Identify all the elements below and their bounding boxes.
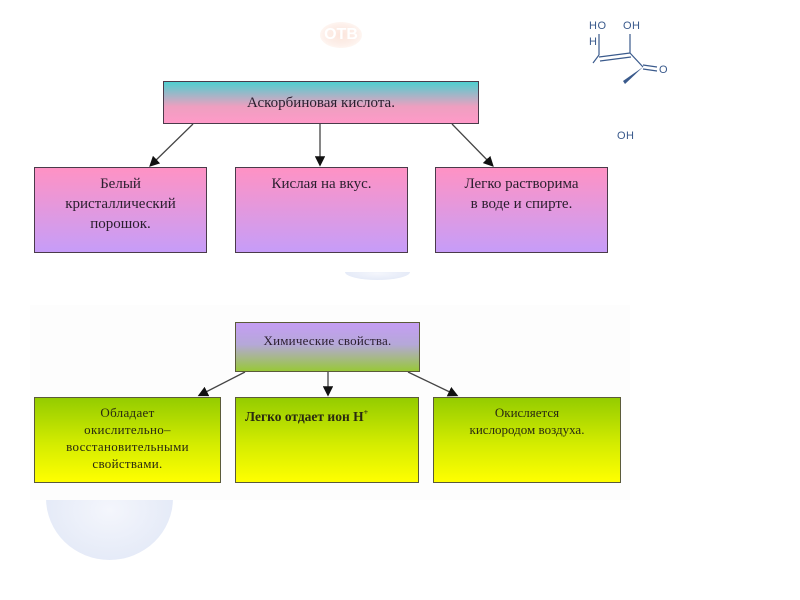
property-line: Обладает <box>100 405 155 420</box>
property-line: Окисляется <box>494 405 560 420</box>
property-line: кислородом воздуха. <box>469 422 585 437</box>
property-line: кристаллический <box>65 196 176 212</box>
physical-property-box: Легко растворима в воде и спирте. <box>435 167 608 253</box>
superscript-plus: + <box>363 408 369 417</box>
molecule-label-ho: HO <box>589 20 607 32</box>
decorative-bubble <box>345 272 410 280</box>
watermark-logo: OTB <box>320 22 362 48</box>
property-line: Белый <box>100 176 141 192</box>
molecule-label-o: O <box>659 64 668 76</box>
arrow-physical-right <box>451 123 494 167</box>
physical-property-box: Кислая на вкус. <box>235 167 408 253</box>
chemical-property-box: Обладает окислительно– восстановительным… <box>34 397 221 483</box>
property-line: свойствами. <box>92 456 163 471</box>
molecule-label-h: H <box>589 36 597 48</box>
physical-property-box: Белый кристаллический порошок. <box>34 167 207 253</box>
arrow-physical-left <box>149 123 194 167</box>
property-line: восстановительными <box>66 439 189 454</box>
chemical-property-box: Легко отдает ион H+ <box>235 397 419 483</box>
physical-root-box: Аскорбиновая кислота. <box>163 81 479 124</box>
molecule-label-oh: OH <box>623 20 641 32</box>
chemical-root-box: Химические свойства. <box>235 322 420 372</box>
chemical-root-label: Химические свойства. <box>263 333 392 348</box>
ascorbic-acid-structure-icon: HO OH H O OH <box>589 20 668 142</box>
arrow-chemical-left <box>197 371 246 397</box>
physical-root-label: Аскорбиновая кислота. <box>247 95 395 111</box>
chemical-property-box: Окисляется кислородом воздуха. <box>433 397 621 483</box>
property-line: Кислая на вкус. <box>271 176 372 192</box>
molecule-label-oh-bottom: OH <box>617 130 635 142</box>
property-line: окислительно– <box>84 422 171 437</box>
property-line: порошок. <box>90 216 151 232</box>
property-line: Легко растворима <box>464 176 579 192</box>
arrow-chemical-right <box>407 371 459 397</box>
property-line: Легко отдает ион H <box>245 409 364 424</box>
property-line: в воде и спирте. <box>470 196 573 212</box>
